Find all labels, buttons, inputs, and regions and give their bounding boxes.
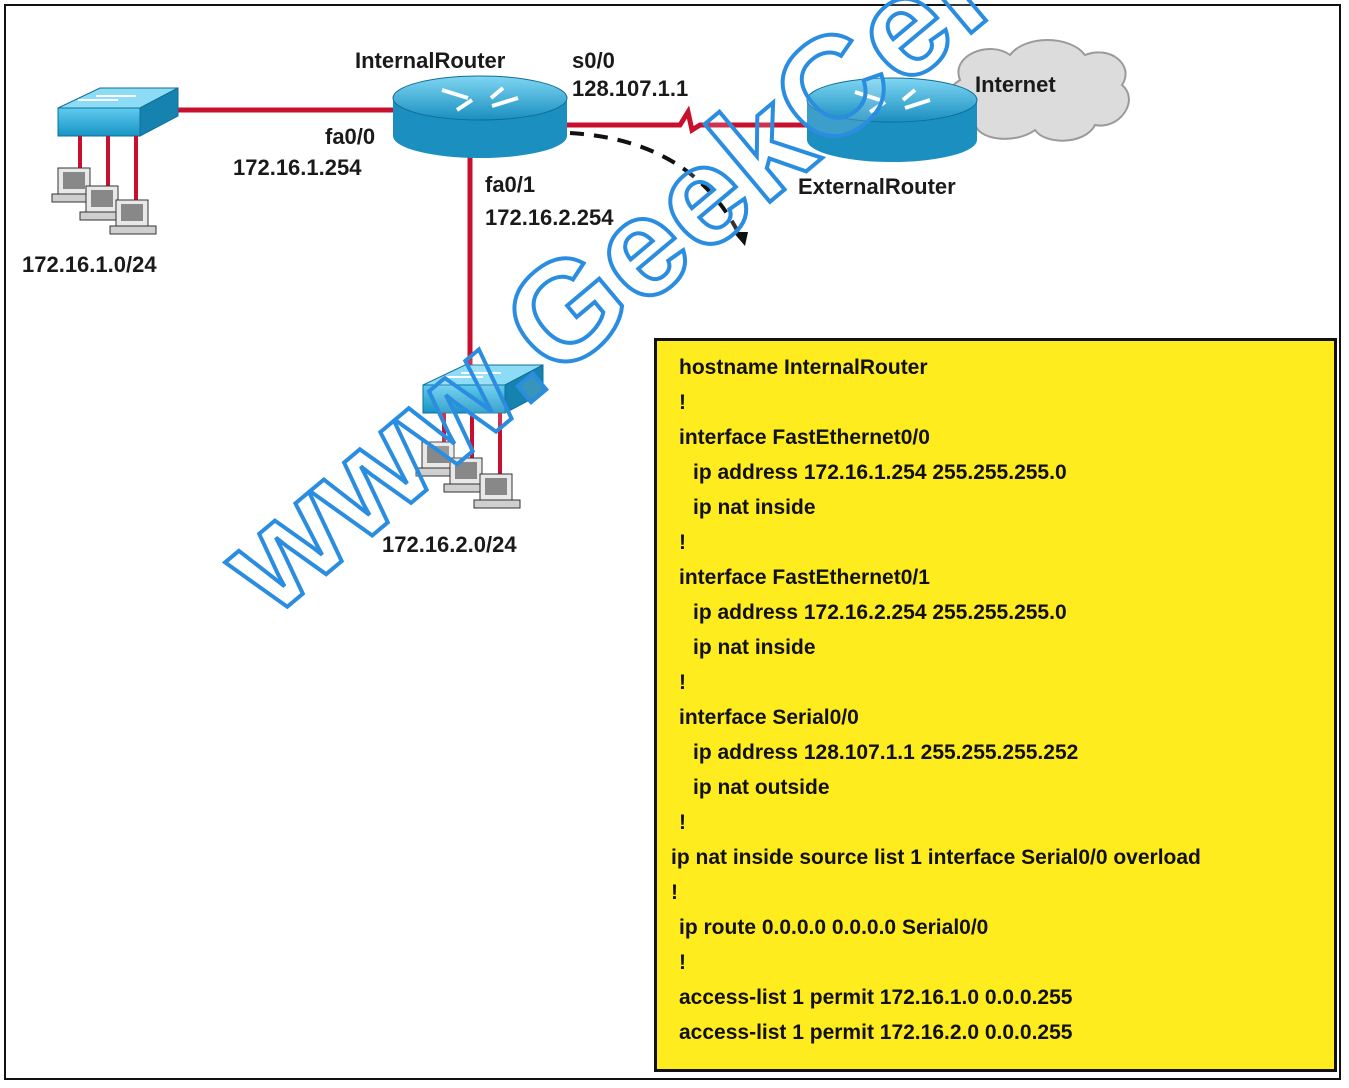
fa01-ip-label: 172.16.2.254 <box>485 205 614 230</box>
s00-interface-label: s0/0 <box>572 48 615 73</box>
internet-label: Internet <box>975 72 1056 97</box>
config-pointer-arrow <box>569 131 748 246</box>
fa01-interface-label: fa0/1 <box>485 172 536 197</box>
config-line: ! <box>679 391 686 414</box>
config-line: ! <box>671 881 678 904</box>
config-line: interface FastEthernet0/1 <box>679 566 930 589</box>
internal-router-icon <box>392 75 568 158</box>
config-line: ip nat inside source list 1 interface Se… <box>671 846 1201 869</box>
config-line: ip address 128.107.1.1 255.255.255.252 <box>693 741 1079 764</box>
config-line: ! <box>679 811 686 834</box>
config-line: interface FastEthernet0/0 <box>679 426 930 449</box>
config-line: ! <box>679 951 686 974</box>
config-line: ip nat inside <box>693 636 816 659</box>
lan2-switch-icon <box>422 364 544 414</box>
config-line: ip address 172.16.1.254 255.255.255.0 <box>693 461 1067 484</box>
external-router-name: ExternalRouter <box>798 174 956 199</box>
config-line: access-list 1 permit 172.16.1.0 0.0.0.25… <box>679 986 1073 1009</box>
lan1-subnet-label: 172.16.1.0/24 <box>22 252 157 277</box>
lan1-switch-icon <box>57 87 179 137</box>
serial-link-s00 <box>565 105 810 134</box>
lan2-pc-group-icon <box>415 413 521 509</box>
config-line: ip address 172.16.2.254 255.255.255.0 <box>693 601 1067 624</box>
config-line: ip nat outside <box>693 776 830 799</box>
s00-ip-label: 128.107.1.1 <box>572 76 689 101</box>
router-config-box: hostname InternalRouter ! interface Fast… <box>654 338 1337 1072</box>
fa00-interface-label: fa0/0 <box>325 124 376 149</box>
lan2-subnet-label: 172.16.2.0/24 <box>382 532 517 557</box>
external-router-icon <box>806 77 978 162</box>
config-line: ! <box>679 531 686 554</box>
lan1-pc-group-icon <box>51 136 157 235</box>
internal-router-name: InternalRouter <box>355 48 506 73</box>
config-line: access-list 1 permit 172.16.2.0 0.0.0.25… <box>679 1021 1073 1044</box>
config-line: hostname InternalRouter <box>679 356 928 379</box>
config-line: ip nat inside <box>693 496 816 519</box>
config-line: ! <box>679 671 686 694</box>
diagram-frame <box>4 4 1341 1080</box>
config-line: interface Serial0/0 <box>679 706 859 729</box>
config-line: ip route 0.0.0.0 0.0.0.0 Serial0/0 <box>679 916 989 939</box>
fa00-ip-label: 172.16.1.254 <box>233 155 362 180</box>
